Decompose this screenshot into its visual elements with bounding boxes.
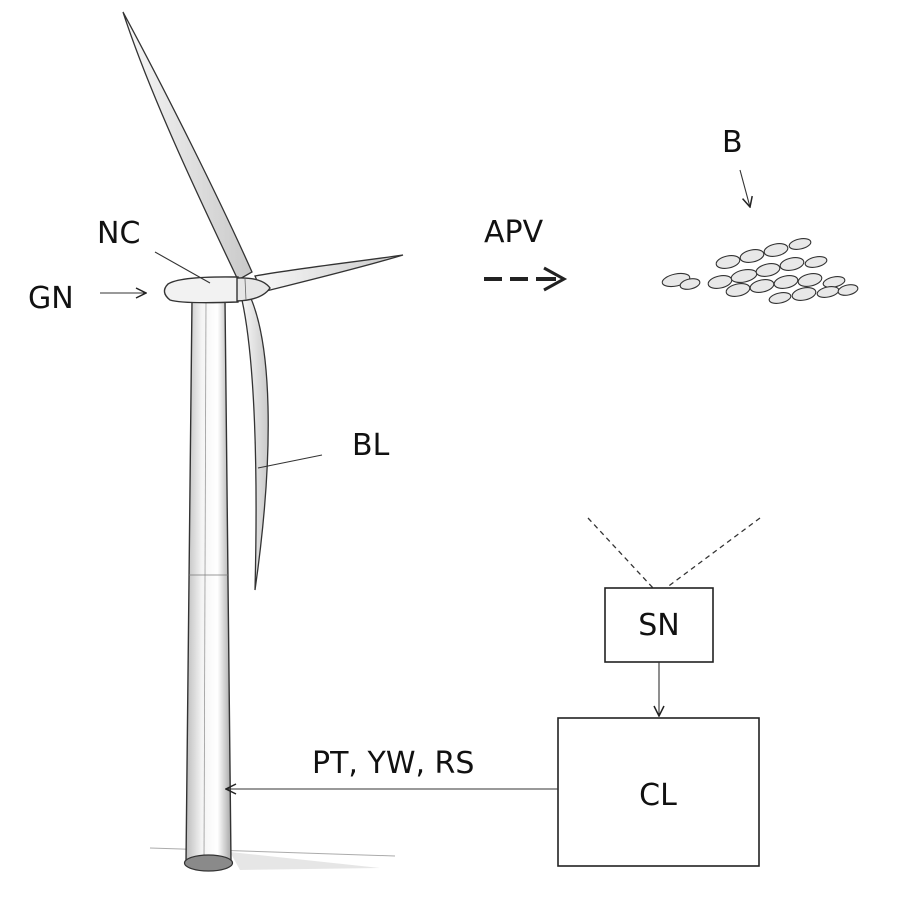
sensor-label: SN bbox=[638, 608, 679, 643]
generator-label: GN bbox=[28, 281, 74, 316]
bird bbox=[816, 285, 840, 299]
lower-blade bbox=[242, 292, 268, 590]
b-arrow bbox=[740, 170, 750, 207]
apv-dashed-arrow bbox=[484, 268, 564, 290]
bird bbox=[804, 255, 828, 269]
bird bbox=[763, 242, 789, 259]
bird bbox=[739, 248, 765, 265]
approach-velocity-label: APV bbox=[484, 215, 544, 250]
bird-flock bbox=[661, 237, 859, 305]
controller-label: CL bbox=[639, 778, 677, 813]
bird bbox=[768, 291, 792, 305]
blade-label: BL bbox=[352, 428, 390, 463]
bird bbox=[730, 267, 758, 284]
nc-leader-line bbox=[155, 252, 210, 283]
bird bbox=[779, 256, 805, 273]
upper-blade bbox=[123, 12, 252, 280]
bird bbox=[755, 262, 781, 279]
right-blade bbox=[255, 255, 403, 292]
sensor-cone-left bbox=[588, 518, 653, 588]
birds-label: B bbox=[722, 125, 743, 160]
bird bbox=[749, 278, 775, 295]
bird bbox=[791, 286, 817, 303]
nacelle bbox=[164, 277, 270, 303]
bird bbox=[715, 254, 741, 271]
control-signals-label: PT, YW, RS bbox=[312, 746, 474, 781]
nacelle-label: NC bbox=[97, 216, 140, 251]
sensor-cone-right bbox=[666, 518, 760, 588]
bird bbox=[788, 237, 812, 251]
bird bbox=[773, 274, 799, 291]
tower bbox=[185, 300, 233, 871]
bird bbox=[797, 272, 823, 289]
